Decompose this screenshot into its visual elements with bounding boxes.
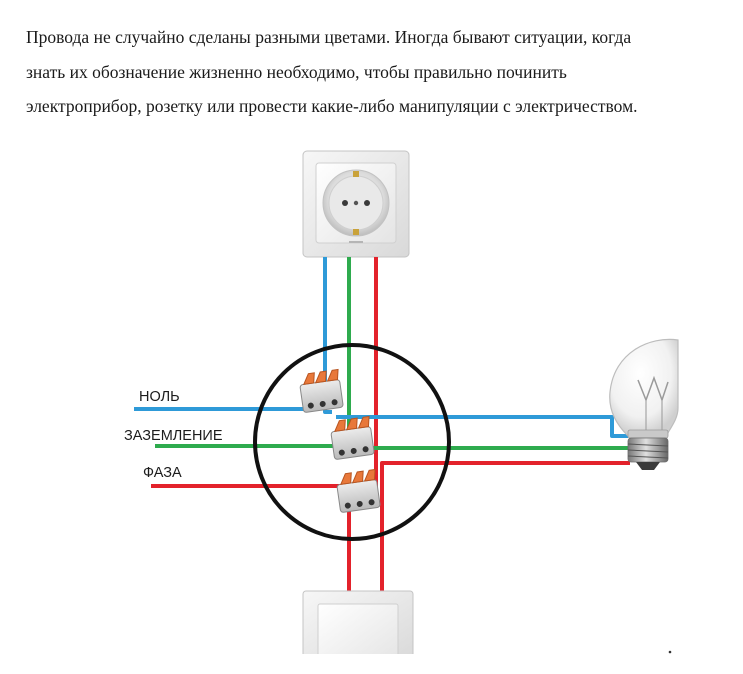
socket-icon [302, 150, 410, 258]
ground-label: ЗАЗЕМЛЕНИЕ [124, 428, 223, 444]
wires [134, 257, 630, 591]
intro-paragraph: Провода не случайно сделаны разными цвет… [26, 20, 738, 124]
lamp-neutral-wire [336, 415, 628, 438]
wago-connector-icon [330, 415, 375, 460]
socket-neutral-wire [323, 257, 332, 414]
wago-connector-icon [336, 468, 381, 513]
lamp-phase-wire [380, 461, 630, 500]
wago-connector-icon [299, 368, 344, 413]
light-switch-icon [300, 590, 420, 674]
intro-line-1: Провода не случайно сделаны разными цвет… [26, 27, 632, 47]
junction-box [253, 343, 451, 541]
neutral-label: НОЛЬ [139, 389, 180, 405]
phase-label: ФАЗА [143, 465, 182, 481]
light-bulb-icon [609, 338, 679, 470]
intro-line-2: знать их обозначение жизненно необходимо… [26, 61, 567, 82]
stray-dot [668, 650, 672, 654]
intro-line-3: электроприбор, розетку или провести каки… [26, 96, 638, 116]
